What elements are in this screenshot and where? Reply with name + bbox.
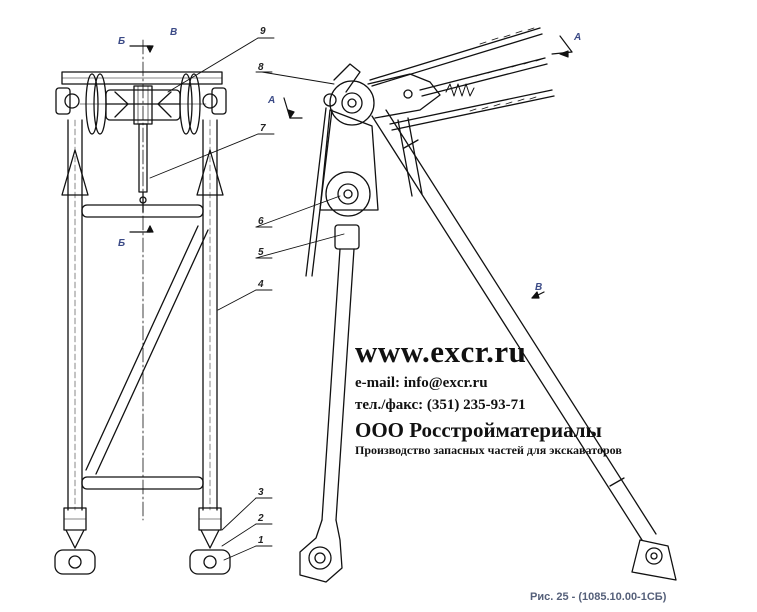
watermark-company: ООО Росстройматериалы: [355, 418, 602, 442]
section-marks-left: [129, 45, 154, 233]
section-label-v-top: В: [170, 27, 177, 38]
part-number-2: 2: [257, 513, 264, 524]
figure-caption: Рис. 25 - (1085.10.00-1СБ): [530, 591, 667, 603]
part-number-5: 5: [258, 247, 264, 258]
section-label-v-right: В: [535, 282, 542, 293]
watermark-tagline: Производство запасных частей для экскава…: [355, 443, 622, 457]
frame-front-view: [54, 39, 231, 575]
section-label-b-top: Б: [118, 36, 125, 47]
frame-side-view: [299, 27, 677, 583]
part-number-4: 4: [257, 279, 264, 290]
part-number-7: 7: [260, 123, 266, 134]
part-number-3: 3: [258, 487, 264, 498]
section-label-a-right: А: [573, 32, 581, 43]
section-label-b-bottom: Б: [118, 238, 125, 249]
watermark-email: e-mail: info@excr.ru: [355, 375, 488, 391]
section-label-a-left: А: [267, 95, 275, 106]
watermark-site: www.excr.ru: [355, 334, 527, 369]
part-number-8: 8: [258, 62, 264, 73]
part-number-6: 6: [258, 216, 264, 227]
section-marks-right: [283, 35, 573, 299]
leader-lines: [149, 37, 345, 561]
part-number-1: 1: [258, 535, 264, 546]
watermark-phone: тел./факс: (351) 235-93-71: [355, 397, 526, 413]
part-number-9: 9: [260, 26, 266, 37]
